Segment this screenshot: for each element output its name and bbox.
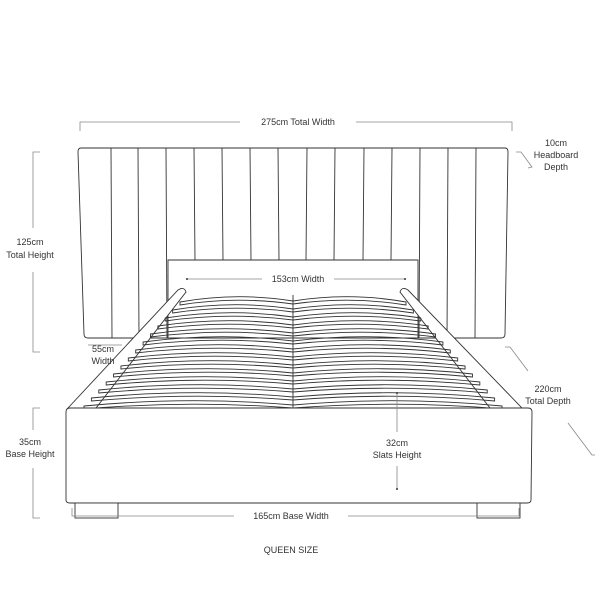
headboard-channel bbox=[110, 147, 113, 339]
total-height-dimension: 125cm Total Height bbox=[6, 151, 54, 353]
headboard-channel bbox=[193, 147, 196, 261]
total-height-label: Total Height bbox=[6, 250, 54, 260]
total-width-label: 275cm Total Width bbox=[261, 117, 335, 127]
leg-left bbox=[74, 502, 119, 519]
slat bbox=[127, 352, 459, 362]
base-height-value: 35cm bbox=[19, 437, 41, 447]
wing-width-label: Width bbox=[91, 356, 114, 366]
headboard-channel bbox=[390, 147, 393, 261]
inner-width-dimension: 153cm Width bbox=[186, 274, 406, 284]
bed-frame bbox=[65, 287, 533, 519]
slat bbox=[98, 384, 488, 394]
slats-height-dimension: 32cm Slats Height bbox=[373, 392, 422, 490]
slats bbox=[83, 296, 503, 410]
headboard-depth-label: Headboard bbox=[534, 150, 579, 160]
headboard-channel bbox=[446, 147, 449, 339]
slats-height-value: 32cm bbox=[386, 438, 408, 448]
slat bbox=[135, 344, 451, 354]
size-label: QUEEN SIZE bbox=[264, 545, 319, 555]
headboard-channel bbox=[277, 147, 280, 261]
total-depth-value: 220cm bbox=[534, 384, 561, 394]
inner-width-label: 153cm Width bbox=[272, 274, 325, 284]
slat bbox=[157, 320, 429, 330]
slats-height-label: Slats Height bbox=[373, 450, 422, 460]
headboard-channel bbox=[362, 147, 365, 261]
slat bbox=[172, 304, 414, 314]
leg-right bbox=[476, 502, 521, 519]
total-height-value: 125cm bbox=[16, 237, 43, 247]
headboard-channel bbox=[474, 147, 477, 339]
base-width-dimension: 165cm Base Width bbox=[71, 508, 520, 521]
headboard-depth-value: 10cm bbox=[545, 138, 567, 148]
headboard-channel bbox=[333, 147, 336, 261]
slat bbox=[105, 376, 481, 386]
total-depth-label: Total Depth bbox=[525, 396, 571, 406]
slat bbox=[90, 392, 496, 402]
bed-base bbox=[65, 407, 533, 504]
slat bbox=[120, 360, 466, 370]
headboard-channel bbox=[221, 147, 224, 261]
base-height-dimension: 35cm Base Height bbox=[5, 407, 55, 519]
headboard-depth-label-2: Depth bbox=[544, 162, 568, 172]
wing-width-dimension: 55cm Width bbox=[88, 344, 122, 366]
slat bbox=[142, 336, 444, 346]
base-width-label: 165cm Base Width bbox=[253, 511, 329, 521]
wing-width-value: 55cm bbox=[92, 344, 114, 354]
slat bbox=[179, 296, 407, 306]
headboard-channel bbox=[305, 147, 308, 261]
headboard-channel bbox=[249, 147, 252, 261]
slat bbox=[164, 312, 422, 322]
total-width-dimension: 275cm Total Width bbox=[79, 117, 513, 131]
headboard-channel bbox=[137, 147, 140, 339]
total-depth-dimension: 220cm Total Depth bbox=[505, 346, 595, 456]
slat bbox=[150, 328, 436, 338]
headboard-depth-dimension: 10cm Headboard Depth bbox=[516, 138, 578, 172]
slat bbox=[113, 368, 473, 378]
base-height-label: Base Height bbox=[5, 449, 55, 459]
